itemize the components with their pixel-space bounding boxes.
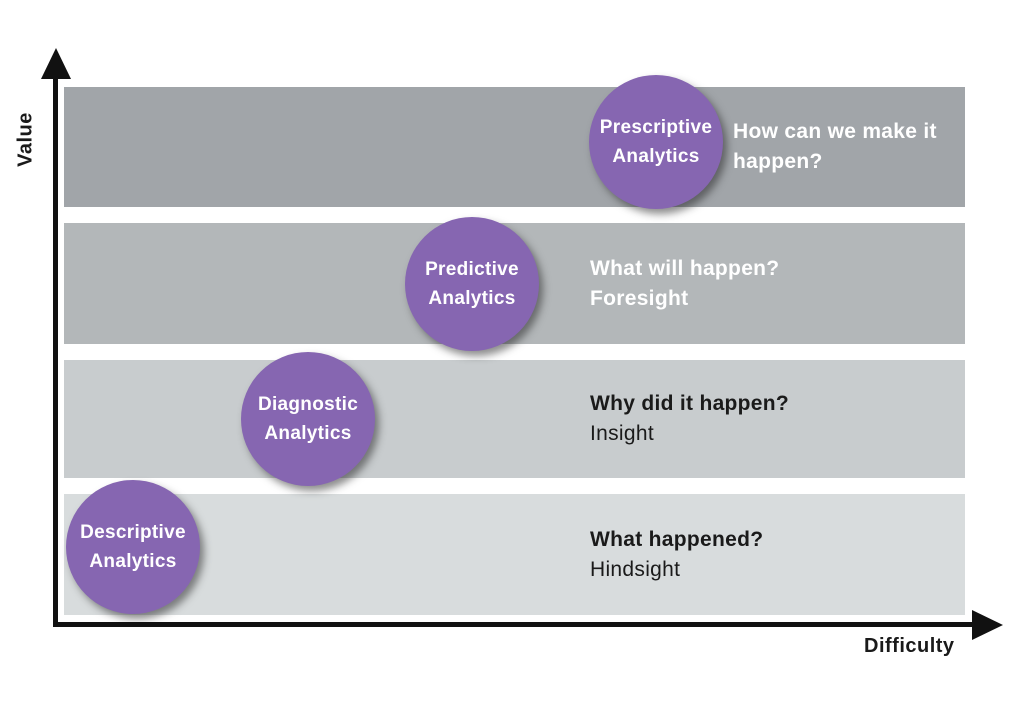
circle-descriptive-analytics: Descriptive Analytics [66, 480, 200, 614]
band-text-descriptive: What happened? Hindsight [590, 494, 960, 615]
x-axis-line [53, 622, 975, 627]
circle-label-line2: Analytics [612, 146, 700, 167]
subheading-descriptive: Hindsight [590, 557, 681, 581]
circle-label-line1: Diagnostic [257, 394, 359, 415]
circle-label-line1: Descriptive [80, 522, 186, 543]
circle-label-line2: Analytics [428, 288, 516, 309]
band-text-predictive: What will happen? Foresight [590, 223, 960, 344]
circle-label-line1: Predictive [425, 259, 519, 280]
question-predictive: What will happen? [590, 256, 780, 280]
band-prescriptive [64, 87, 965, 207]
circle-predictive-analytics: Predictive Analytics [405, 217, 539, 351]
y-axis-label: Value [14, 112, 37, 167]
y-axis-arrowhead-icon [41, 48, 71, 79]
circle-diagnostic-analytics: Diagnostic Analytics [241, 352, 375, 486]
band-diagnostic [64, 360, 965, 478]
circle-label-line1: Prescriptive [599, 117, 713, 138]
band-text-prescriptive: How can we make it happen? [733, 87, 961, 207]
band-text-diagnostic: Why did it happen? Insight [590, 360, 960, 478]
x-axis-label: Difficulty [864, 635, 955, 657]
band-descriptive [64, 494, 965, 615]
question-descriptive: What happened? [590, 527, 764, 551]
circle-prescriptive-analytics: Prescriptive Analytics [589, 75, 723, 209]
question-diagnostic: Why did it happen? [590, 392, 790, 415]
circle-label-line2: Analytics [89, 551, 177, 572]
circle-label-line2: Analytics [264, 423, 352, 444]
subheading-diagnostic: Insight [590, 422, 654, 445]
y-axis-line [53, 70, 58, 627]
subheading-predictive: Foresight [590, 286, 689, 310]
question-prescriptive: How can we make it happen? [733, 120, 937, 173]
x-axis-arrowhead-icon [972, 610, 1003, 640]
